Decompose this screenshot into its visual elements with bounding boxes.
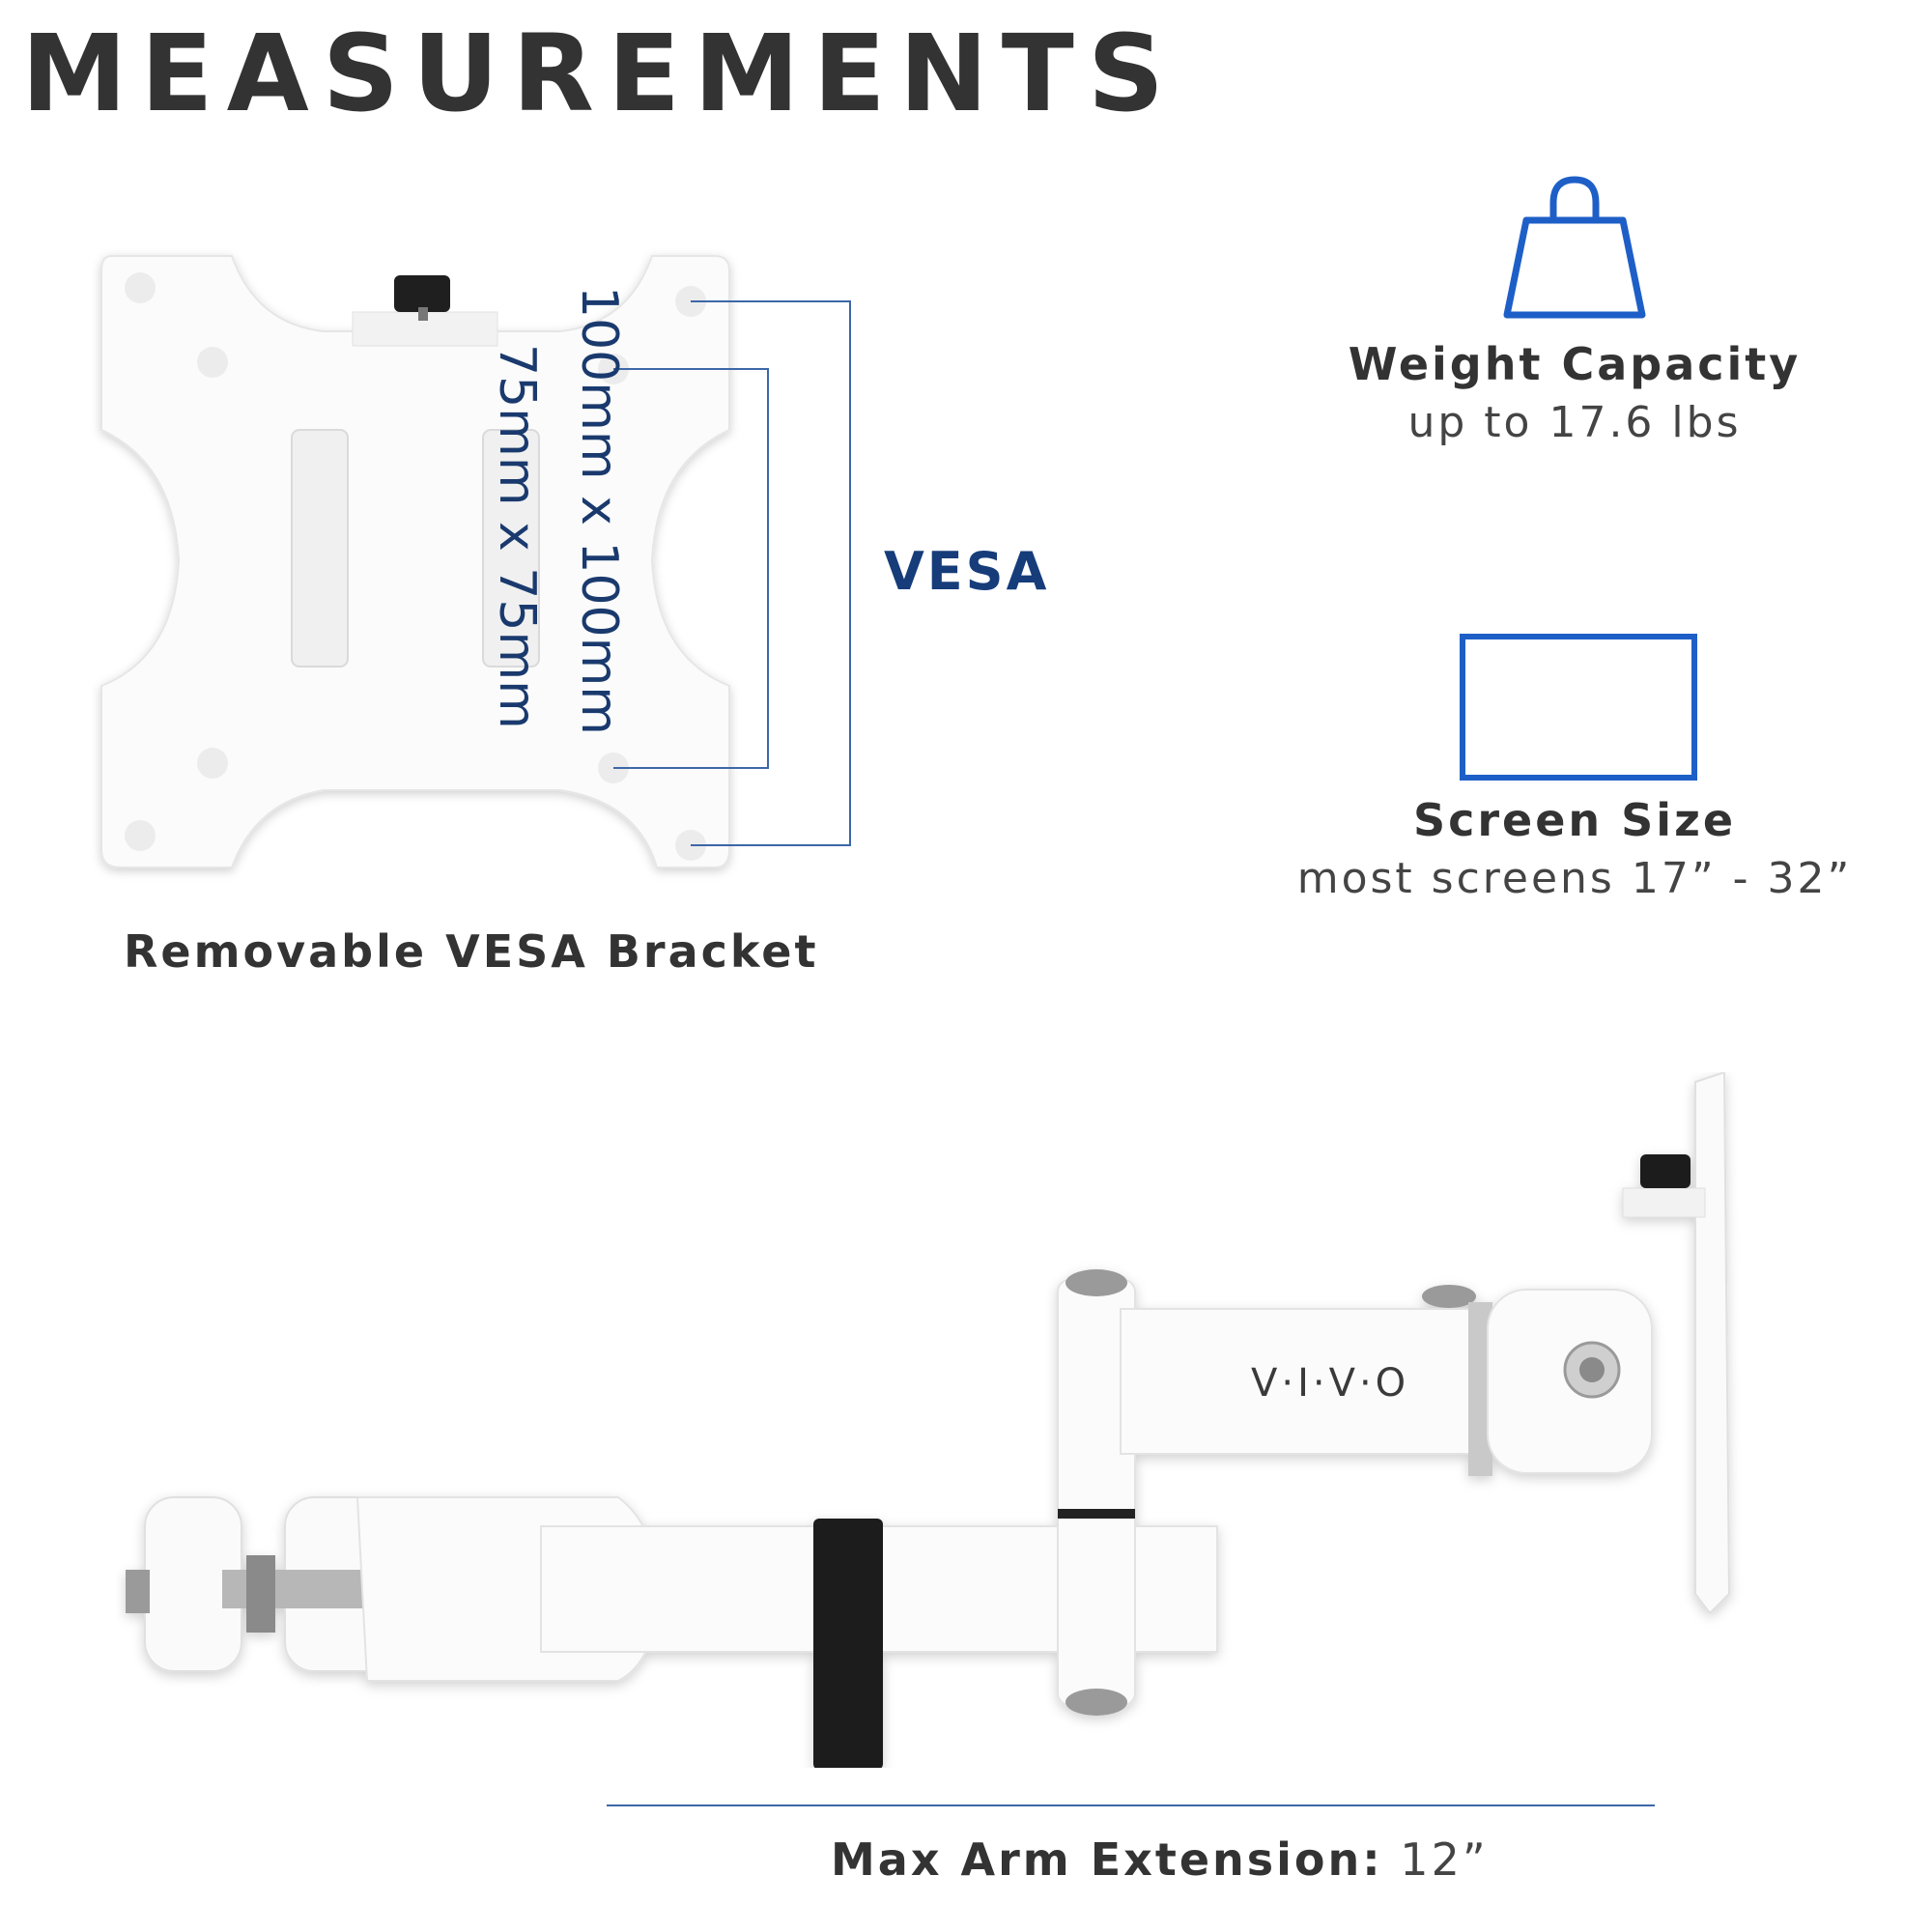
vivo-brand-logo: V·I·V·O (1251, 1361, 1409, 1406)
page-title: MEASUREMENTS (21, 12, 1179, 135)
arm-extension-line (607, 1804, 1655, 1806)
arm-extension-caption: Max Arm Extension: 12” (831, 1833, 1489, 1886)
weight-capacity-value: up to 17.6 lbs (1407, 398, 1742, 447)
vesa-label: VESA (884, 541, 1050, 602)
vesa-bracket-caption: Removable VESA Bracket (124, 925, 819, 978)
arm-extension-label: Max Arm Extension: (831, 1833, 1383, 1886)
screen-size-title: Screen Size (1412, 794, 1737, 846)
monitor-outline-icon (1460, 634, 1697, 781)
monitor-arm-image: V·I·V·O (126, 1072, 1731, 1768)
dimension-label-75mm: 75mm x 75mm (488, 344, 546, 729)
weight-capacity-title: Weight Capacity (1348, 338, 1802, 390)
screen-size-value: most screens 17” - 32” (1296, 854, 1853, 903)
weight-bag-icon (1503, 176, 1646, 319)
vesa-bracket-image (100, 255, 851, 868)
dimension-label-100mm: 100mm x 100mm (570, 286, 628, 735)
arm-extension-value: 12” (1400, 1833, 1489, 1886)
